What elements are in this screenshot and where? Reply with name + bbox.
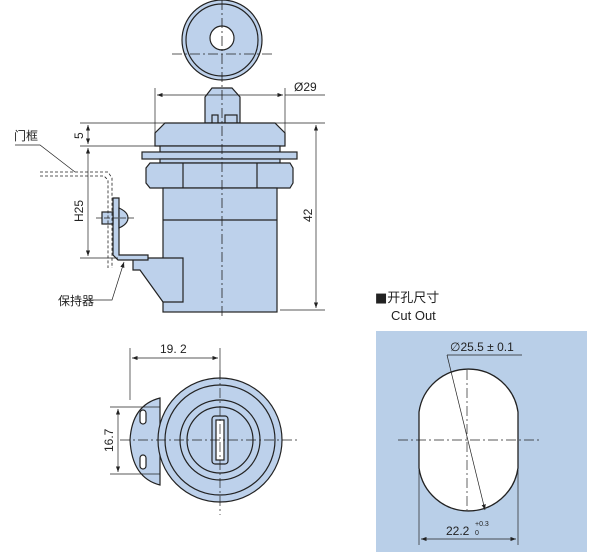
dim-5-label: 5	[72, 132, 86, 139]
cutout-width-label: 22.2	[446, 524, 470, 538]
cam	[132, 257, 184, 303]
cam-lug	[129, 397, 161, 486]
hex-nut	[145, 162, 294, 189]
dim-42-label: 42	[301, 208, 315, 222]
cutout-shape	[418, 368, 519, 512]
dim-19-2-label: 19. 2	[160, 342, 187, 356]
washer	[141, 151, 298, 160]
dia-29-label: Ø29	[294, 80, 317, 94]
cutout-title: ■开孔尺寸	[375, 291, 439, 306]
cutout-diameter-label: ∅25.5 ± 0.1	[450, 340, 514, 354]
side-view-centerlines	[40, 0, 272, 318]
retainer-label: 保持器	[58, 293, 94, 308]
cap-flange	[154, 122, 286, 147]
side-view	[101, 0, 298, 313]
lock-body	[162, 187, 278, 313]
dim-h25-label: H25	[72, 200, 86, 222]
cutout-tol-lower: 0	[475, 530, 479, 537]
door-frame-label: 门框	[14, 128, 38, 143]
cutout-tol-upper: +0.3	[475, 521, 489, 528]
dim-16-7-label: 16.7	[102, 428, 116, 452]
cutout-dimensions	[398, 354, 540, 545]
cutout-subtitle: Cut Out	[391, 308, 436, 323]
side-dimensions	[15, 88, 325, 311]
bottom-dimensions	[110, 348, 300, 515]
retainer-bracket	[112, 197, 149, 261]
